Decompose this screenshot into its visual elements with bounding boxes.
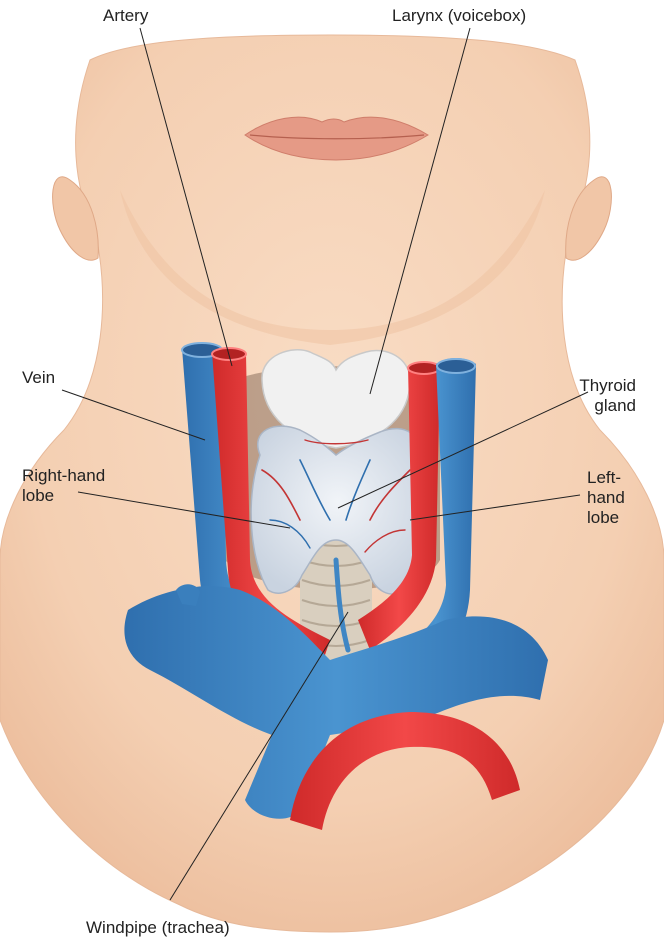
thyroid-gland-label: Thyroid gland	[560, 376, 636, 416]
windpipe-label: Windpipe (trachea)	[86, 918, 230, 938]
thyroid-label-line1: Thyroid	[560, 376, 636, 396]
left-lobe-label-line1: Left-	[587, 468, 625, 488]
left-lobe-label-line3: lobe	[587, 508, 625, 528]
artery-label: Artery	[103, 6, 148, 26]
right-lobe-label-line2: lobe	[22, 486, 105, 506]
left-lobe-label-line2: hand	[587, 488, 625, 508]
right-hand-lobe-label: Right-hand lobe	[22, 466, 105, 506]
vein-label: Vein	[22, 368, 55, 388]
left-hand-lobe-label: Left- hand lobe	[587, 468, 625, 528]
right-lobe-label-line1: Right-hand	[22, 466, 105, 486]
thyroid-label-line2: gland	[560, 396, 636, 416]
larynx-label: Larynx (voicebox)	[392, 6, 526, 26]
